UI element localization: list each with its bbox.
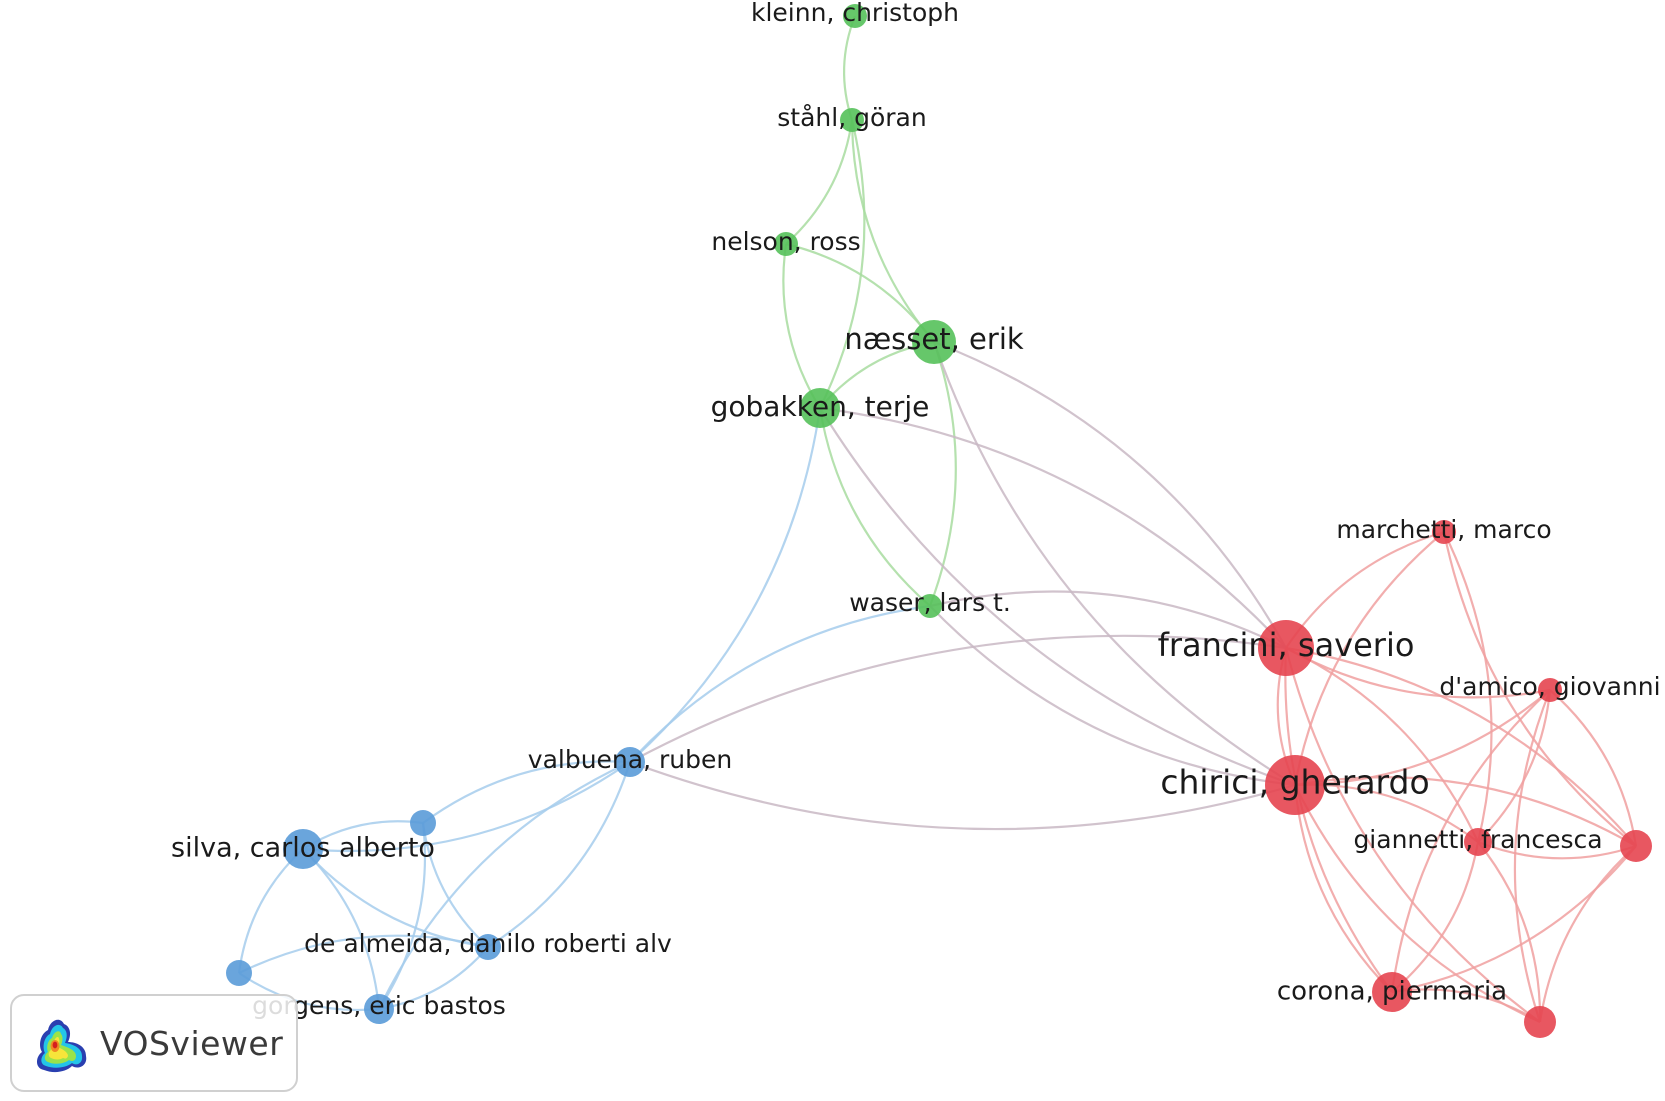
edge-valbuena-blue_unlabeled_1 bbox=[422, 760, 631, 824]
node-naesset[interactable] bbox=[912, 320, 956, 364]
edge-stahl-gobakken bbox=[819, 119, 866, 409]
edge-nelson-naesset bbox=[785, 242, 935, 343]
node-label-stahl: ståhl, göran bbox=[777, 103, 926, 132]
edge-stahl-nelson bbox=[785, 119, 854, 245]
edge-chirici-marchetti bbox=[1293, 531, 1445, 786]
node-label-damico: d'amico, giovanni bbox=[1439, 672, 1660, 701]
node-label-gobakken: gobakken, terje bbox=[711, 390, 930, 423]
edge-damico-red_unlabeled_1 bbox=[1549, 689, 1638, 847]
node-label-giannetti: giannetti, francesca bbox=[1353, 825, 1602, 854]
edge-blue_unlabeled_1-dealmeida bbox=[421, 822, 489, 948]
edge-francini-corona bbox=[1284, 647, 1393, 993]
edge-francini-red_unlabeled_1 bbox=[1285, 646, 1637, 847]
edge-marchetti-giannetti bbox=[1443, 531, 1493, 843]
node-label-corona: corona, piermaria bbox=[1277, 977, 1507, 1007]
node-marchetti[interactable] bbox=[1432, 520, 1456, 544]
node-stahl[interactable] bbox=[840, 108, 864, 132]
node-corona[interactable] bbox=[1372, 972, 1412, 1012]
edge-marchetti-red_unlabeled_1 bbox=[1442, 531, 1637, 847]
edge-gobakken-waser bbox=[818, 407, 931, 607]
edge-gobakken-francini bbox=[819, 406, 1287, 649]
edge-giannetti-red_unlabeled_1 bbox=[1477, 840, 1637, 860]
node-chirici[interactable] bbox=[1265, 755, 1325, 815]
node-label-kleinn: kleinn, christoph bbox=[751, 0, 959, 27]
node-waser[interactable] bbox=[918, 594, 942, 618]
edge-layer bbox=[237, 15, 1638, 1024]
edge-naesset-waser bbox=[928, 341, 957, 607]
edge-giannetti-corona bbox=[1391, 841, 1480, 993]
edge-stahl-naesset bbox=[850, 119, 935, 343]
node-damico[interactable] bbox=[1538, 678, 1562, 702]
label-layer: kleinn, christoph ståhl, göran nelson, ros… bbox=[171, 0, 1661, 1020]
edge-waser-valbuena bbox=[629, 604, 931, 763]
node-dealmeida[interactable] bbox=[475, 934, 501, 960]
node-label-chirici: chirici, gherardo bbox=[1160, 763, 1429, 802]
edge-chirici-damico bbox=[1294, 689, 1551, 787]
node-francini[interactable] bbox=[1258, 620, 1314, 676]
node-label-marchetti: marchetti, marco bbox=[1336, 515, 1551, 544]
node-nelson[interactable] bbox=[774, 232, 798, 256]
vosviewer-badge: VOSviewer bbox=[10, 994, 298, 1092]
node-gobakken[interactable] bbox=[800, 388, 840, 428]
node-label-nelson: nelson, ross bbox=[711, 227, 860, 256]
edge-naesset-chirici bbox=[932, 341, 1296, 786]
edge-blue_unlabeled_2-gorgens bbox=[238, 972, 380, 1012]
edge-damico-giannetti bbox=[1477, 689, 1552, 843]
edge-waser-francini bbox=[929, 590, 1287, 649]
edge-blue_unlabeled_1-gorgens bbox=[378, 822, 427, 1010]
node-kleinn[interactable] bbox=[843, 4, 867, 28]
node-label-silva: silva, carlos alberto bbox=[171, 833, 435, 864]
edge-silva-blue_unlabeled_2 bbox=[237, 848, 304, 974]
edge-nelson-gobakken bbox=[782, 243, 821, 409]
node-label-dealmeida: de almeida, danilo roberti alv bbox=[304, 929, 672, 958]
vosviewer-heatmap-icon bbox=[37, 1019, 87, 1073]
node-gorgens[interactable] bbox=[364, 994, 394, 1024]
node-red_unlabeled_1[interactable] bbox=[1620, 830, 1652, 862]
edge-silva-gorgens bbox=[302, 848, 381, 1010]
edge-giannetti-red_unlabeled_2 bbox=[1477, 841, 1542, 1023]
node-layer bbox=[226, 4, 1652, 1038]
edge-francini-giannetti bbox=[1285, 647, 1479, 843]
node-label-valbuena: valbuena, ruben bbox=[528, 745, 732, 774]
edge-corona-red_unlabeled_1 bbox=[1391, 845, 1637, 994]
edge-red_unlabeled_1-red_unlabeled_2 bbox=[1538, 845, 1637, 1023]
node-blue_unlabeled_2[interactable] bbox=[226, 960, 252, 986]
edge-valbuena-gorgens bbox=[378, 761, 631, 1010]
edge-blue_unlabeled_2-dealmeida bbox=[238, 934, 489, 974]
edge-naesset-francini bbox=[933, 340, 1287, 649]
edge-valbuena-silva bbox=[302, 761, 631, 853]
node-blue_unlabeled_1[interactable] bbox=[410, 810, 436, 836]
node-label-waser: waser, lars t. bbox=[849, 588, 1011, 617]
node-label-naesset: næsset, erik bbox=[844, 322, 1024, 356]
node-label-francini: francini, saverio bbox=[1158, 626, 1415, 664]
edge-damico-red_unlabeled_2 bbox=[1513, 689, 1552, 1023]
node-silva[interactable] bbox=[283, 829, 323, 869]
edge-gobakken-chirici bbox=[819, 407, 1296, 787]
edge-valbuena-chirici bbox=[629, 760, 1296, 831]
edge-valbuena-francini bbox=[629, 634, 1287, 763]
edge-gobakken-valbuena bbox=[629, 407, 822, 763]
node-red_unlabeled_2[interactable] bbox=[1524, 1006, 1556, 1038]
node-valbuena[interactable] bbox=[615, 747, 645, 777]
vosviewer-label: VOSviewer bbox=[100, 1023, 284, 1063]
edge-valbuena-dealmeida bbox=[487, 761, 632, 948]
edge-chirici-red_unlabeled_1 bbox=[1294, 776, 1637, 847]
edge-francini-red_unlabeled_2 bbox=[1284, 647, 1541, 1023]
edge-chirici-corona bbox=[1293, 784, 1393, 993]
node-giannetti[interactable] bbox=[1464, 828, 1492, 856]
edge-damico-corona bbox=[1390, 689, 1551, 993]
edge-waser-chirici bbox=[929, 605, 1296, 787]
